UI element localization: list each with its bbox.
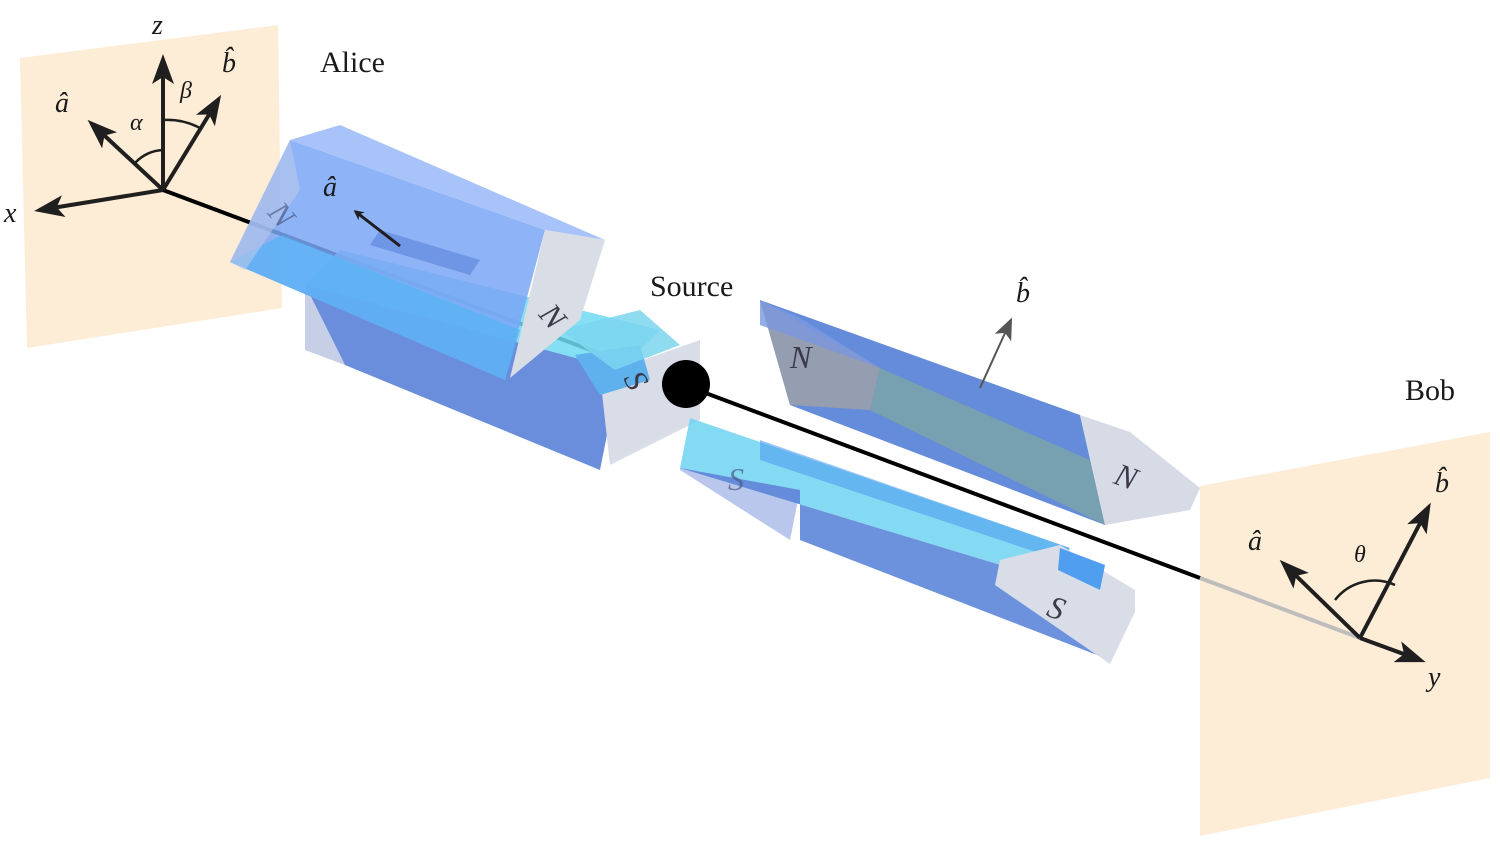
a-hat-label-bob: â	[1248, 526, 1262, 557]
b-hat-label-magnet: b̂	[1016, 277, 1030, 309]
a-hat-arrow-magnet	[353, 210, 401, 248]
source-label: Source	[650, 270, 733, 303]
y-axis-arrow	[1359, 636, 1426, 663]
a-hat-label-alice: â	[55, 88, 69, 119]
bob-north-pole-label-left: N	[789, 339, 813, 375]
z-axis-label: z	[151, 10, 163, 41]
beta-arc	[162, 118, 201, 130]
alice-magnet-north	[230, 125, 605, 380]
b-hat-arrow-magnet	[979, 317, 1013, 389]
beta-label: β	[179, 78, 192, 104]
b-hat-label-bob: b̂	[1435, 467, 1449, 499]
alpha-label: α	[130, 110, 143, 136]
alice-detector-screen	[20, 25, 282, 348]
bob-label: Bob	[1405, 374, 1455, 407]
bob-axes	[1279, 502, 1431, 663]
beam-line-bob-segment	[1199, 576, 1361, 640]
b-hat-label-alice: b̂	[222, 47, 236, 79]
x-axis-label: x	[3, 198, 17, 229]
y-axis-label: y	[1425, 662, 1441, 693]
theta-arc	[1334, 579, 1396, 601]
theta-label: θ	[1354, 542, 1366, 568]
b-hat-arrow-bob	[1358, 502, 1431, 639]
source-particle	[662, 360, 710, 408]
x-axis-arrow	[34, 188, 164, 218]
a-hat-arrow-alice	[87, 119, 165, 192]
b-hat-arrow-alice	[161, 94, 222, 192]
bob-magnet-north	[760, 300, 1200, 525]
alice-label: Alice	[320, 46, 385, 79]
a-hat-label-magnet: â	[323, 172, 337, 203]
bob-south-pole-label-left: S	[728, 461, 744, 497]
a-hat-arrow-bob	[1279, 559, 1362, 640]
bob-magnet-south	[680, 418, 1135, 664]
alpha-arc	[134, 148, 164, 164]
alice-axes	[34, 54, 222, 218]
